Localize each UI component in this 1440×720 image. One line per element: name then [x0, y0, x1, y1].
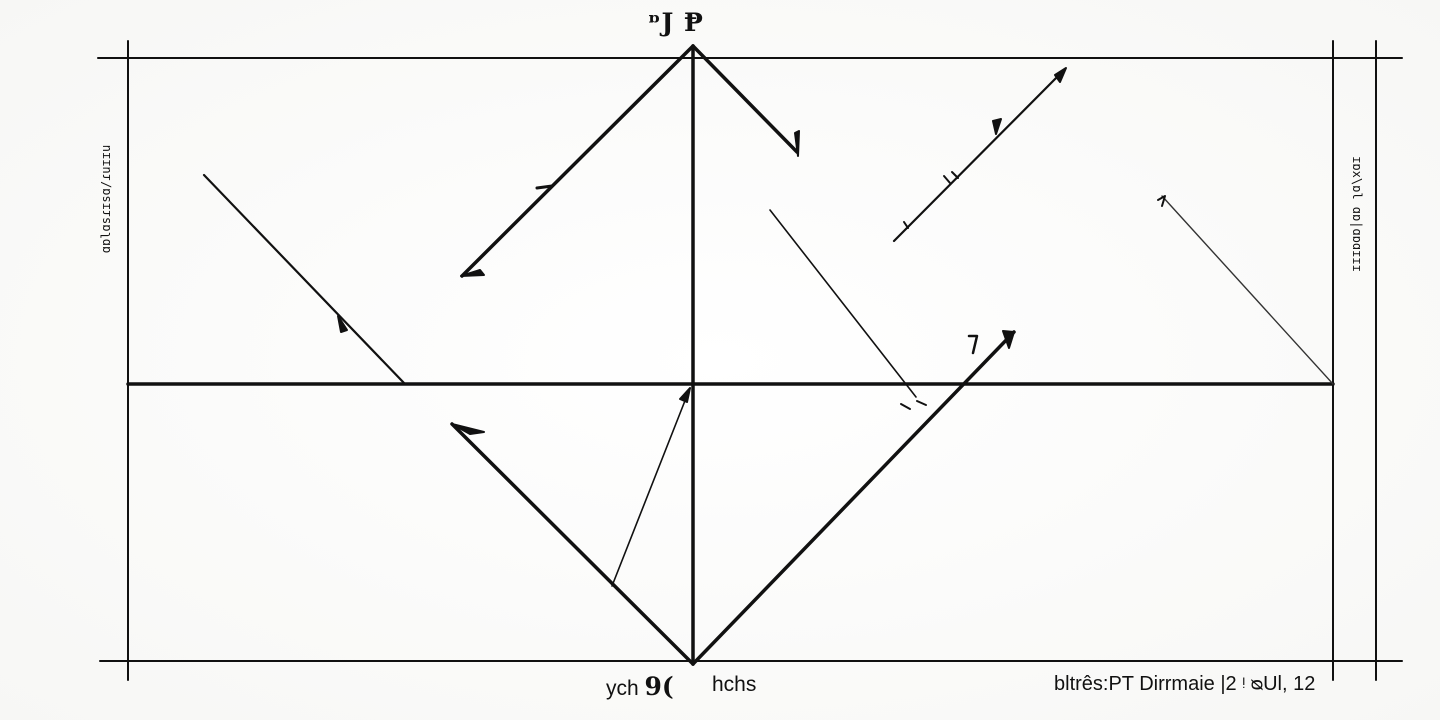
lower-right-diagonal [691, 330, 1016, 666]
arrow-tick-mark [943, 171, 959, 184]
far-left-diagonal [202, 173, 406, 385]
top-label: ᶛJ Ᵽ [648, 8, 704, 37]
upper-left-diagonal [460, 44, 695, 278]
arrow-tick-mark [451, 423, 485, 435]
far-right-diagonal [1161, 195, 1334, 385]
bottom-mid-label: hchs [712, 673, 757, 696]
left-vertical-label: ɑɒlɑsɾɪsɑ/ɾuɪɪu [99, 144, 113, 254]
center-right-thin-diagonal [769, 209, 917, 398]
arrow-tick-mark [903, 221, 909, 229]
arrow-tick-mark [967, 334, 979, 355]
upper-right-diagonal [892, 68, 1066, 243]
upper-right-short-diagonal [691, 44, 799, 154]
bottom-left-label-mark: 9( [644, 672, 674, 701]
bottom-left-label-prefix: ych [606, 677, 639, 700]
arrow-tick-mark [679, 387, 691, 403]
lower-left-diagonal [450, 422, 695, 666]
arrow-tick-mark [794, 130, 800, 157]
arrow-tick-mark [1002, 330, 1015, 349]
bottom-right-label: bltrês:PT Dirrmaie |2 ᵎ ᴓUl, 12 [1054, 673, 1316, 695]
arrow-tick-mark [535, 184, 554, 190]
arrow-tick-mark [337, 315, 348, 333]
arrow-tick-mark [992, 118, 1002, 135]
arrow-tick-mark [1157, 195, 1166, 207]
arrow-tick-mark [460, 269, 485, 277]
bottom-left-label: ych 9( [606, 674, 674, 699]
arrow-tick-mark [900, 400, 927, 410]
lower-inner-thin-line [611, 387, 691, 587]
arrow-tick-mark [1054, 67, 1067, 83]
right-vertical-label: ɪɒx\ɒl ɑɒ|ɑɒɑɪɪɪ [1350, 156, 1364, 272]
